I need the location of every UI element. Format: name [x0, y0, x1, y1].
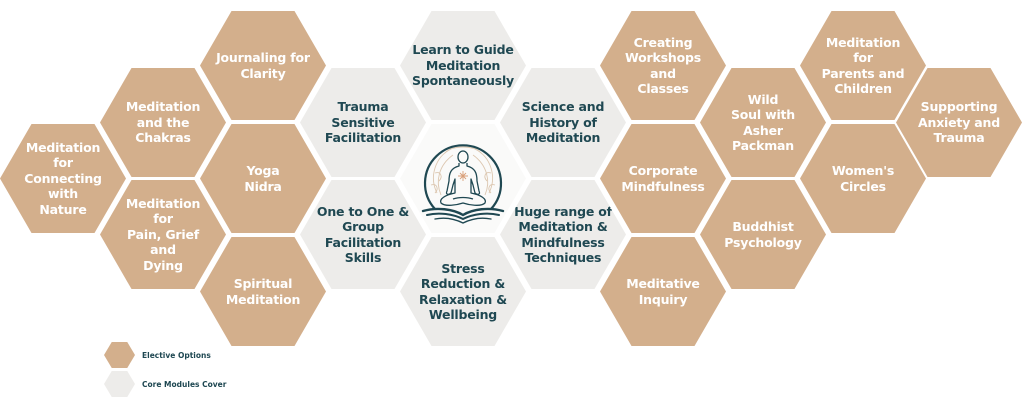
hex-label: Yoga Nidra — [244, 163, 282, 194]
legend-label-elective: Elective Options — [142, 350, 211, 360]
hex-label: Buddhist Psychology — [724, 219, 802, 250]
legend-label-core: Core Modules Cover — [142, 379, 227, 389]
elective-hex-wild-soul: Wild Soul with Asher Packman — [700, 68, 826, 177]
elective-hex-chakras: Meditation and the Chakras — [100, 68, 226, 177]
core-hex-science-history: Science and History of Meditation — [500, 68, 626, 177]
hex-label: Trauma Sensitive Facilitation — [324, 99, 402, 146]
elective-hex-buddhist-psychology: Buddhist Psychology — [700, 180, 826, 289]
center-logo-hex — [400, 124, 526, 233]
hex-label: Learn to Guide Meditation Spontaneously — [412, 42, 514, 89]
elective-hex-corporate-mindfulness: Corporate Mindfulness — [600, 124, 726, 233]
hex-label: Women's Circles — [831, 163, 895, 194]
hex-label: Meditation for Connecting with Nature — [24, 139, 102, 217]
legend-swatch-elective — [104, 342, 135, 368]
hex-label: Spiritual Meditation — [225, 276, 301, 307]
hex-label: Wild Soul with Asher Packman — [730, 91, 796, 154]
elective-hex-spiritual-meditation: Spiritual Meditation — [200, 237, 326, 346]
legend-swatch-core — [104, 371, 135, 397]
core-hex-stress-reduction: Stress Reduction & Relaxation & Wellbein… — [400, 237, 526, 346]
elective-hex-yoga-nidra: Yoga Nidra — [200, 124, 326, 233]
core-hex-huge-range-techniques: Huge range of Meditation & Mindfulness T… — [500, 180, 626, 289]
hex-label: Journaling for Clarity — [216, 50, 310, 81]
hex-label: Stress Reduction & Relaxation & Wellbein… — [419, 260, 507, 323]
hex-label: Huge range of Meditation & Mindfulness T… — [514, 203, 612, 266]
elective-hex-connecting-with-nature: Meditation for Connecting with Nature — [0, 124, 126, 233]
hex-label: Meditative Inquiry — [626, 276, 700, 307]
hex-label: One to One & Group Facilitation Skills — [316, 203, 410, 266]
hex-label: Supporting Anxiety and Trauma — [918, 99, 1000, 146]
hex-label: Corporate Mindfulness — [621, 163, 705, 194]
elective-hex-womens-circles: Women's Circles — [800, 124, 926, 233]
elective-hex-journaling: Journaling for Clarity — [200, 11, 326, 120]
hex-label: Creating Workshops and Classes — [625, 34, 701, 97]
hex-label: Science and History of Meditation — [521, 99, 605, 146]
core-hex-learn-to-guide: Learn to Guide Meditation Spontaneously — [400, 11, 526, 120]
core-hex-trauma-sensitive: Trauma Sensitive Facilitation — [300, 68, 426, 177]
elective-hex-meditative-inquiry: Meditative Inquiry — [600, 237, 726, 346]
meditating-figure-logo-icon — [421, 143, 505, 224]
elective-hex-creating-workshops: Creating Workshops and Classes — [600, 11, 726, 120]
hex-label: Meditation for Pain, Grief and Dying — [125, 195, 201, 273]
core-hex-one-to-one-group: One to One & Group Facilitation Skills — [300, 180, 426, 289]
legend-elective: Elective Options — [104, 342, 211, 368]
legend-core: Core Modules Cover — [104, 371, 226, 397]
elective-hex-pain-grief-dying: Meditation for Pain, Grief and Dying — [100, 180, 226, 289]
hex-label: Meditation and the Chakras — [125, 99, 201, 146]
hex-label: Meditation for Parents and Children — [821, 34, 905, 97]
